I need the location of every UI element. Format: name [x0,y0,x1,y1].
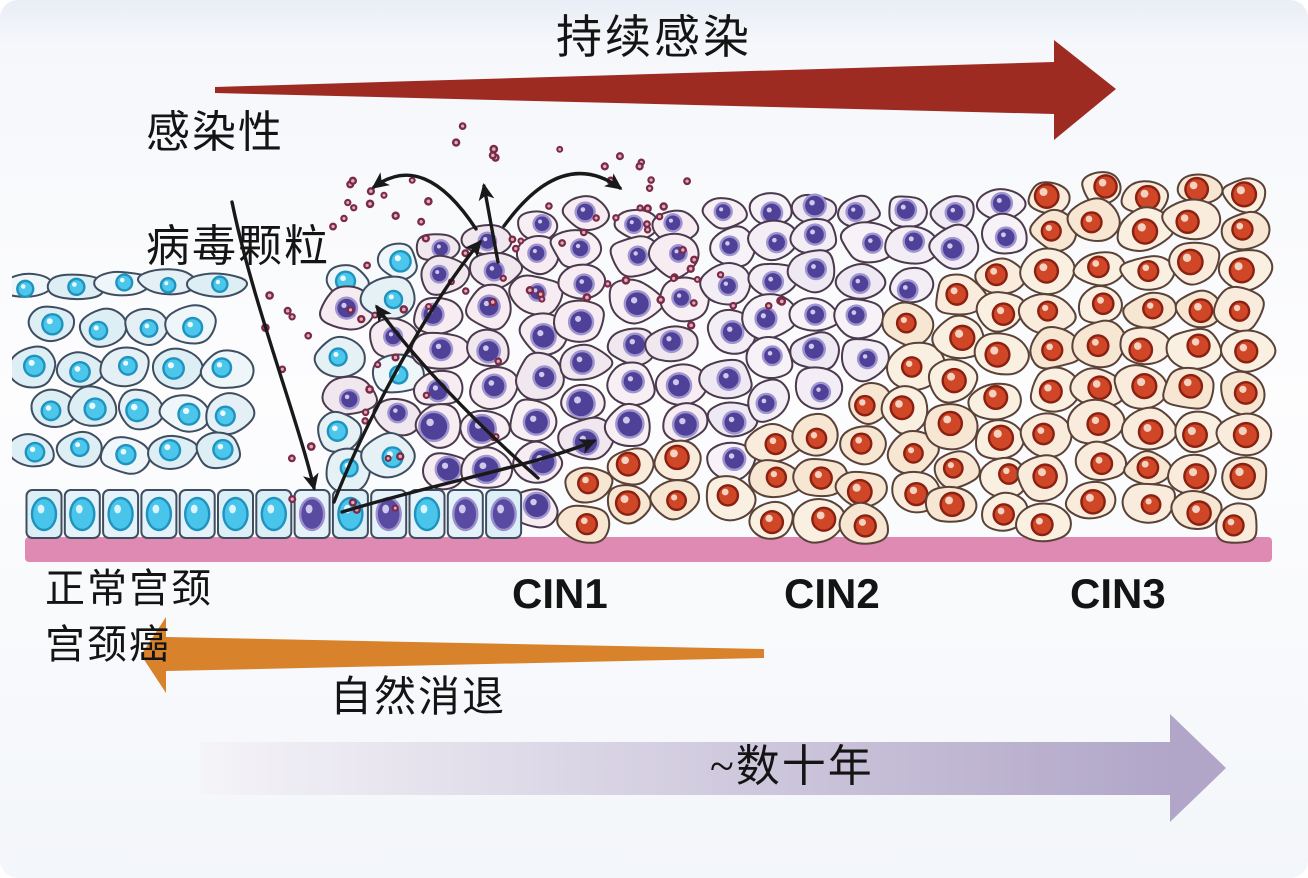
normal-cervix-label: 正常宫颈 [45,566,213,611]
stage-label-cin1: CIN1 [512,570,608,617]
virus-particles-label: 病毒颗粒 [146,222,330,271]
virus-particles-dots [261,122,787,514]
cervical-cancer-label: 宫颈癌 [45,622,171,667]
virus-spread-arrows [230,172,623,514]
natural-regression-label: 自然消退 [330,675,507,721]
persistent-infection-label: 持续感染 [556,12,752,63]
stage-label-cin2: CIN2 [784,570,880,617]
infectivity-label: 感染性 [146,108,284,157]
stage-label-cin3: CIN3 [1070,570,1166,617]
basal-cell-row [25,489,523,539]
epithelial-cells [12,171,1277,545]
regression-arrow [141,617,764,693]
basement-membrane [25,537,1272,562]
persistent-infection-arrow [215,40,1116,140]
timescale-arrow [200,714,1226,822]
timescale-label: ~数十年 [710,742,874,791]
